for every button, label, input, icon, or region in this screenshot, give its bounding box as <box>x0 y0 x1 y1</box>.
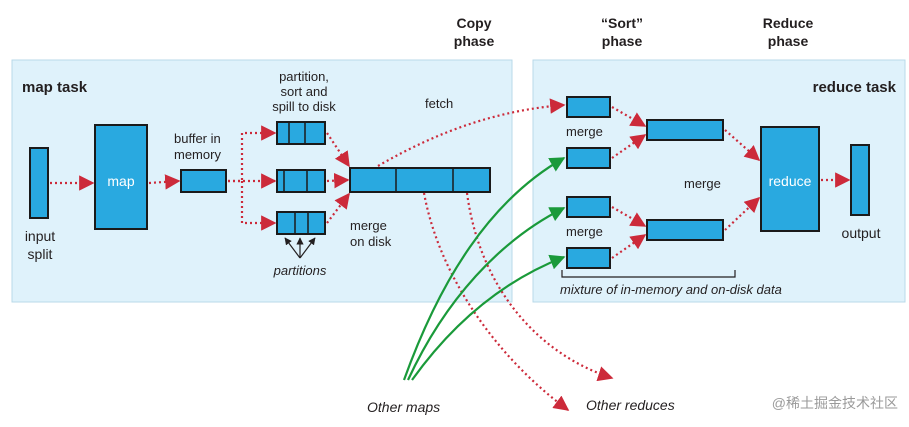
buffer-box <box>180 169 227 193</box>
map-task-title: map task <box>22 79 88 96</box>
mixture-bracket <box>561 270 736 278</box>
spill-file-2 <box>276 169 326 193</box>
reduce-label: reduce <box>769 173 812 189</box>
merge-on-disk-label-2: on disk <box>350 234 392 249</box>
merged-segment-top <box>646 119 724 141</box>
spill-file-1 <box>276 121 326 145</box>
merged-map-output <box>349 167 491 193</box>
reduce-box <box>760 126 820 232</box>
green-fetch-arrows <box>402 157 566 381</box>
output-box <box>850 144 870 216</box>
reduce-phase-label-2: phase <box>768 33 809 49</box>
other-reduces-label: Other reduces <box>586 397 675 413</box>
merge-label-bottom: merge <box>566 224 603 239</box>
input-split-box <box>29 147 49 219</box>
copy-segment-4 <box>566 247 611 269</box>
fetch-label: fetch <box>425 96 453 111</box>
buffer-label-1: buffer in <box>174 131 221 146</box>
map-box <box>94 124 148 230</box>
partition-note-2: sort and <box>281 84 328 99</box>
merged-segment-bottom <box>646 219 724 241</box>
copy-phase-label-1: Copy <box>457 15 492 31</box>
sort-phase-label-2: phase <box>602 33 643 49</box>
output-label: output <box>842 225 881 241</box>
other-maps-label: Other maps <box>367 399 440 415</box>
reduce-phase-label-1: Reduce <box>763 15 814 31</box>
spill-file-3 <box>276 211 326 235</box>
red-flow-arrows <box>50 98 851 411</box>
watermark: @稀土掘金技术社区 <box>772 395 898 411</box>
merge-on-disk-label-1: merge <box>350 218 387 233</box>
partition-note-3: spill to disk <box>272 99 336 114</box>
mixture-label: mixture of in-memory and on-disk data <box>560 282 782 297</box>
partition-note-1: partition, <box>279 69 329 84</box>
copy-segment-2 <box>566 147 611 169</box>
map-label: map <box>107 173 134 189</box>
sort-phase-label-1: “Sort” <box>601 15 643 31</box>
buffer-label-2: memory <box>174 147 221 162</box>
merge-label-top: merge <box>566 124 603 139</box>
partitions-label: partitions <box>273 263 327 278</box>
input-split-label-2: split <box>28 246 53 262</box>
merge-label-middle: merge <box>684 176 721 191</box>
copy-segment-3 <box>566 196 611 218</box>
copy-segment-1 <box>566 96 611 118</box>
input-split-label-1: input <box>25 228 55 244</box>
reduce-task-title: reduce task <box>813 79 897 96</box>
copy-phase-label-2: phase <box>454 33 495 49</box>
partitions-pointers <box>284 237 316 259</box>
